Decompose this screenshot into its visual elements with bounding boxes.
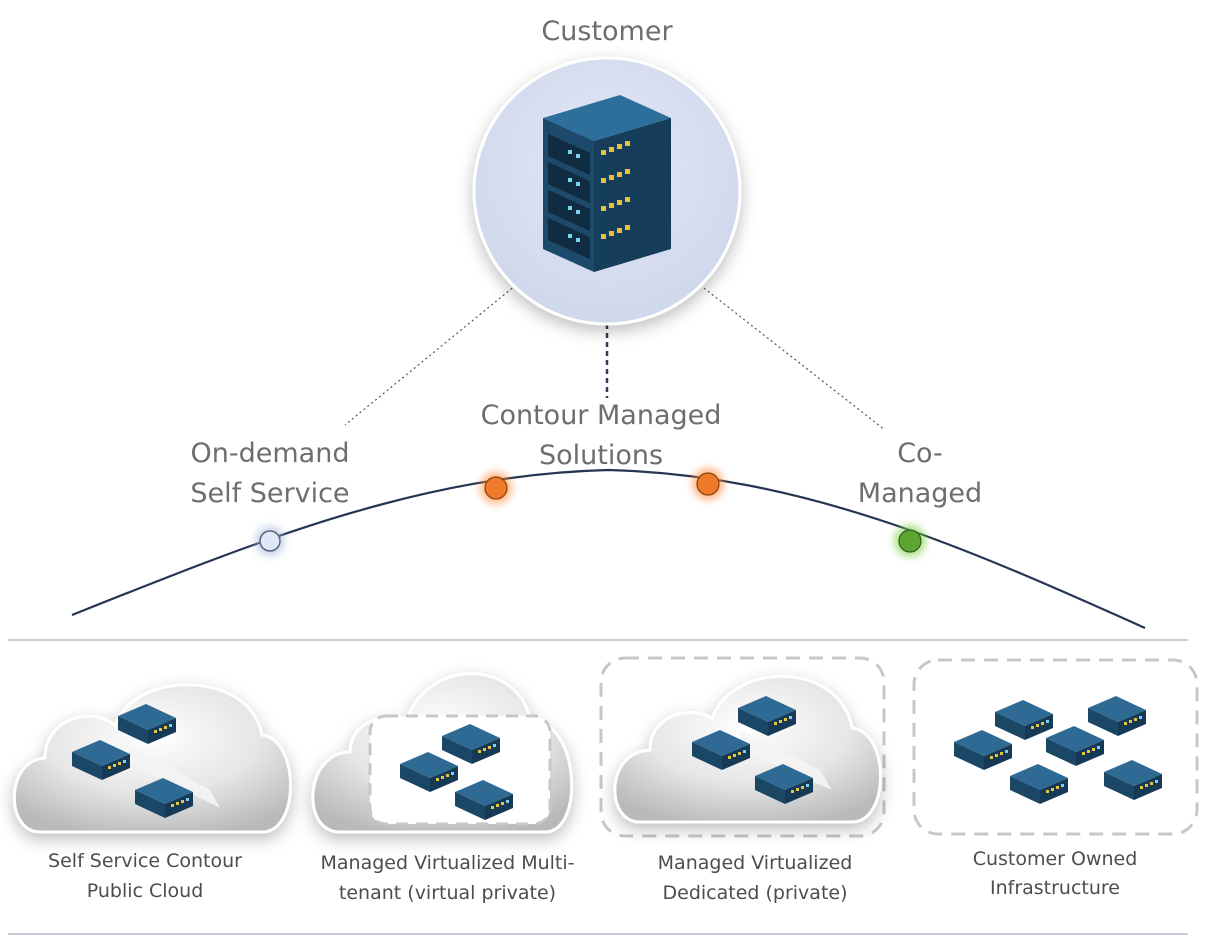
customer-owned-infrastructure-icon (912, 658, 1199, 836)
marker-self-service (255, 526, 285, 556)
connector-co-managed (699, 284, 886, 431)
public-cloud-icon (12, 683, 292, 834)
dedicated-label-line2: Dedicated (private) (662, 882, 848, 904)
public-cloud-label-line1: Self Service Contour (48, 850, 242, 872)
managed-label-line2: Solutions (538, 440, 664, 471)
managed-label-line1: Contour Managed (480, 400, 722, 431)
service-spectrum-curve (71, 468, 1146, 630)
public-cloud-label-line2: Public Cloud (86, 880, 204, 902)
co-managed-label-line1: Co- (897, 438, 943, 469)
co-managed-label-line2: Managed (857, 478, 983, 509)
marker-managed-left (480, 472, 512, 504)
marker-co-managed (894, 525, 926, 557)
multi-tenant-label-line1: Managed Virtualized Multi- (320, 852, 575, 874)
multi-tenant-cloud-icon (311, 672, 574, 834)
customer-server-icon (472, 56, 742, 326)
self-service-label-line2: Self Service (190, 478, 350, 509)
customer-title: Customer (541, 16, 673, 47)
dedicated-cloud-icon (599, 656, 886, 838)
customer-owned-label-line1: Customer Owned (972, 848, 1138, 870)
self-service-label-line1: On-demand (190, 438, 350, 469)
multi-tenant-label-line2: tenant (virtual private) (338, 882, 557, 904)
dedicated-label-line1: Managed Virtualized (657, 852, 853, 874)
customer-owned-label-line2: Infrastructure (989, 877, 1120, 899)
connector-self-service (344, 284, 517, 426)
marker-managed-right (692, 468, 724, 500)
